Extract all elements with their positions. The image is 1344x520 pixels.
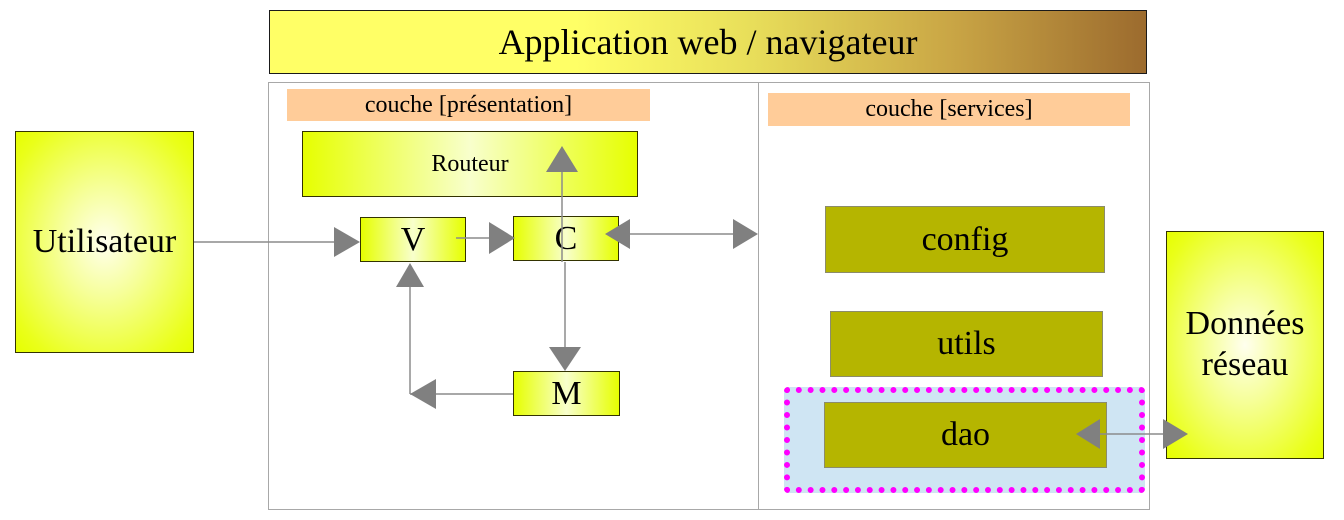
model-label: M	[551, 374, 582, 412]
controller-box: C	[513, 216, 619, 261]
arrowhead-right-icon	[1163, 419, 1188, 449]
config-box: config	[825, 206, 1105, 273]
arrowhead-right-icon	[334, 227, 360, 257]
controller-label: C	[554, 219, 578, 257]
presentation-layer-label: couche [présentation]	[287, 89, 650, 121]
network-data-label-line2: réseau	[1201, 346, 1289, 383]
user-label: Utilisateur	[32, 223, 177, 260]
dao-box: dao	[824, 402, 1107, 468]
app-title: Application web / navigateur	[498, 22, 918, 62]
utils-box: utils	[830, 311, 1103, 377]
arrowhead-left-icon	[605, 219, 630, 249]
utils-label: utils	[937, 325, 996, 362]
network-data-label-line1: Données	[1185, 305, 1305, 343]
router-box: Routeur	[302, 131, 638, 197]
arrowhead-right-icon	[489, 222, 515, 254]
arrowhead-right-icon	[733, 219, 758, 249]
presentation-layer-label-text: couche [présentation]	[364, 91, 573, 118]
arrowhead-left-icon	[410, 379, 436, 409]
config-label: config	[921, 220, 1009, 258]
user-box: Utilisateur	[15, 131, 194, 353]
view-box: V	[360, 217, 466, 262]
services-layer-label-text: couche [services]	[865, 96, 1033, 122]
services-layer-label: couche [services]	[768, 93, 1130, 126]
arrowhead-up-icon	[396, 263, 424, 287]
network-data-box: Données réseau	[1166, 231, 1324, 459]
arrowhead-down-icon	[549, 347, 581, 371]
view-label: V	[400, 220, 426, 258]
router-label: Routeur	[431, 150, 509, 177]
dao-label: dao	[940, 416, 991, 453]
arrowhead-up-icon	[546, 146, 578, 172]
arrowhead-left-icon	[1076, 419, 1100, 449]
app-title-banner: Application web / navigateur	[269, 10, 1147, 74]
model-box: M	[513, 371, 620, 416]
